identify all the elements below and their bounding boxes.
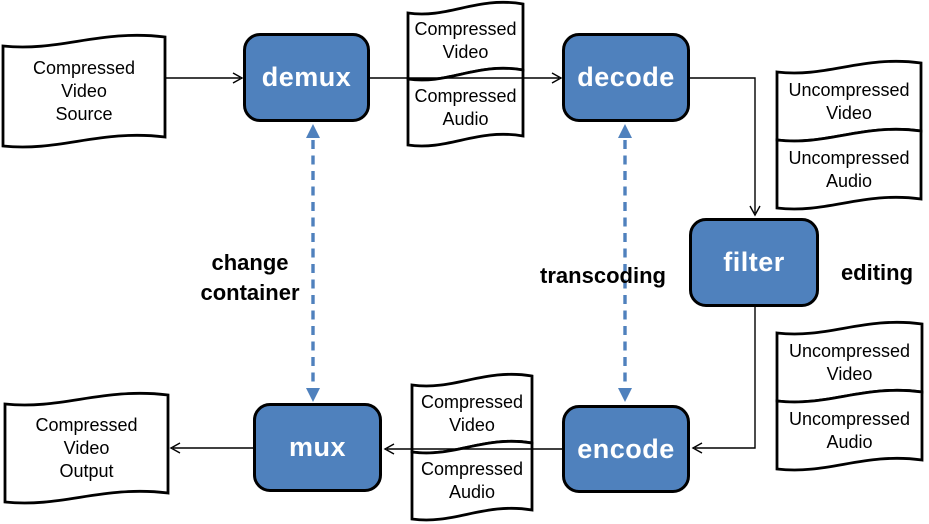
change-container-label: change container xyxy=(175,248,325,308)
demuxed-audio-label: Compressed Audio xyxy=(408,85,523,131)
encode-label: encode xyxy=(577,433,675,464)
doc-compressed-video-output xyxy=(3,391,170,505)
source-doc-line: Source xyxy=(55,104,113,124)
filtered-audio-line: Audio xyxy=(826,432,873,452)
process-box-filter: filter xyxy=(689,218,819,307)
decoded-audio-label: Uncompressed Audio xyxy=(777,147,921,193)
connector-decode-to-filter xyxy=(690,77,756,213)
doc-compressed-audio-bottom xyxy=(410,439,534,522)
output-doc-line: Output xyxy=(59,461,114,481)
filtered-video-line: Uncompressed xyxy=(788,341,911,361)
arrowhead-into-mux xyxy=(383,443,395,455)
demuxed-video-line: Video xyxy=(442,42,489,62)
doc-compressed-video-source xyxy=(1,33,167,149)
arrowhead-into-output xyxy=(169,442,181,454)
change-container-line: change xyxy=(211,250,289,275)
arrowhead-into-encode xyxy=(691,442,703,454)
source-doc-line: Video xyxy=(61,81,107,101)
filter-label: filter xyxy=(723,247,785,277)
decode-label: decode xyxy=(577,62,675,92)
connector-filter-to-encode xyxy=(695,307,756,449)
output-doc-label: Compressed Video Output xyxy=(5,414,168,483)
process-box-encode: encode xyxy=(562,405,690,493)
arrowhead-into-demux xyxy=(232,72,244,84)
arrowhead-into-decode xyxy=(551,72,563,84)
source-doc-label: Compressed Video Source xyxy=(3,57,165,126)
demuxed-audio-line: Audio xyxy=(442,109,489,129)
process-box-demux: demux xyxy=(243,33,370,122)
encoded-audio-line: Compressed xyxy=(420,459,524,479)
mux-label: mux xyxy=(288,432,347,462)
decoded-audio-line: Audio xyxy=(825,171,873,191)
process-box-decode: decode xyxy=(562,33,690,122)
output-doc-line: Video xyxy=(63,438,110,458)
doc-uncompressed-audio-top xyxy=(775,127,923,211)
filtered-audio-line: Uncompressed xyxy=(788,409,911,429)
process-box-mux: mux xyxy=(253,403,382,492)
dashed-arrowhead-down-mux xyxy=(306,388,320,402)
source-doc-line: Compressed xyxy=(32,58,136,78)
demuxed-video-label: Compressed Video xyxy=(408,18,523,64)
editing-label: editing xyxy=(840,260,914,285)
encoded-audio-line: Audio xyxy=(448,482,496,502)
output-doc-line: Compressed xyxy=(35,415,138,435)
dashed-arrowhead-up-demux xyxy=(306,124,320,138)
demuxed-video-line: Compressed xyxy=(414,19,517,39)
demuxed-audio-line: Compressed xyxy=(414,86,517,106)
filtered-audio-label: Uncompressed Audio xyxy=(777,408,922,454)
transcoding-label: transcoding xyxy=(540,263,666,288)
encoded-video-line: Compressed xyxy=(420,392,524,412)
demux-label: demux xyxy=(261,62,352,92)
decoded-audio-line: Uncompressed xyxy=(788,148,910,168)
filtered-video-label: Uncompressed Video xyxy=(777,340,922,386)
change-container-line: container xyxy=(200,280,300,305)
doc-uncompressed-audio-bottom xyxy=(775,388,924,472)
decoded-video-line: Uncompressed xyxy=(788,80,910,100)
decoded-video-line: Video xyxy=(826,103,872,123)
arrowhead-into-filter xyxy=(749,205,761,217)
dashed-arrowhead-up-decode xyxy=(618,124,632,138)
dashed-arrowhead-down-encode xyxy=(618,388,632,402)
encoded-video-line: Video xyxy=(449,415,495,435)
encoded-audio-label: Compressed Audio xyxy=(412,458,532,504)
filtered-video-line: Video xyxy=(826,364,873,384)
decoded-video-label: Uncompressed Video xyxy=(777,79,921,125)
encoded-video-label: Compressed Video xyxy=(412,391,532,437)
